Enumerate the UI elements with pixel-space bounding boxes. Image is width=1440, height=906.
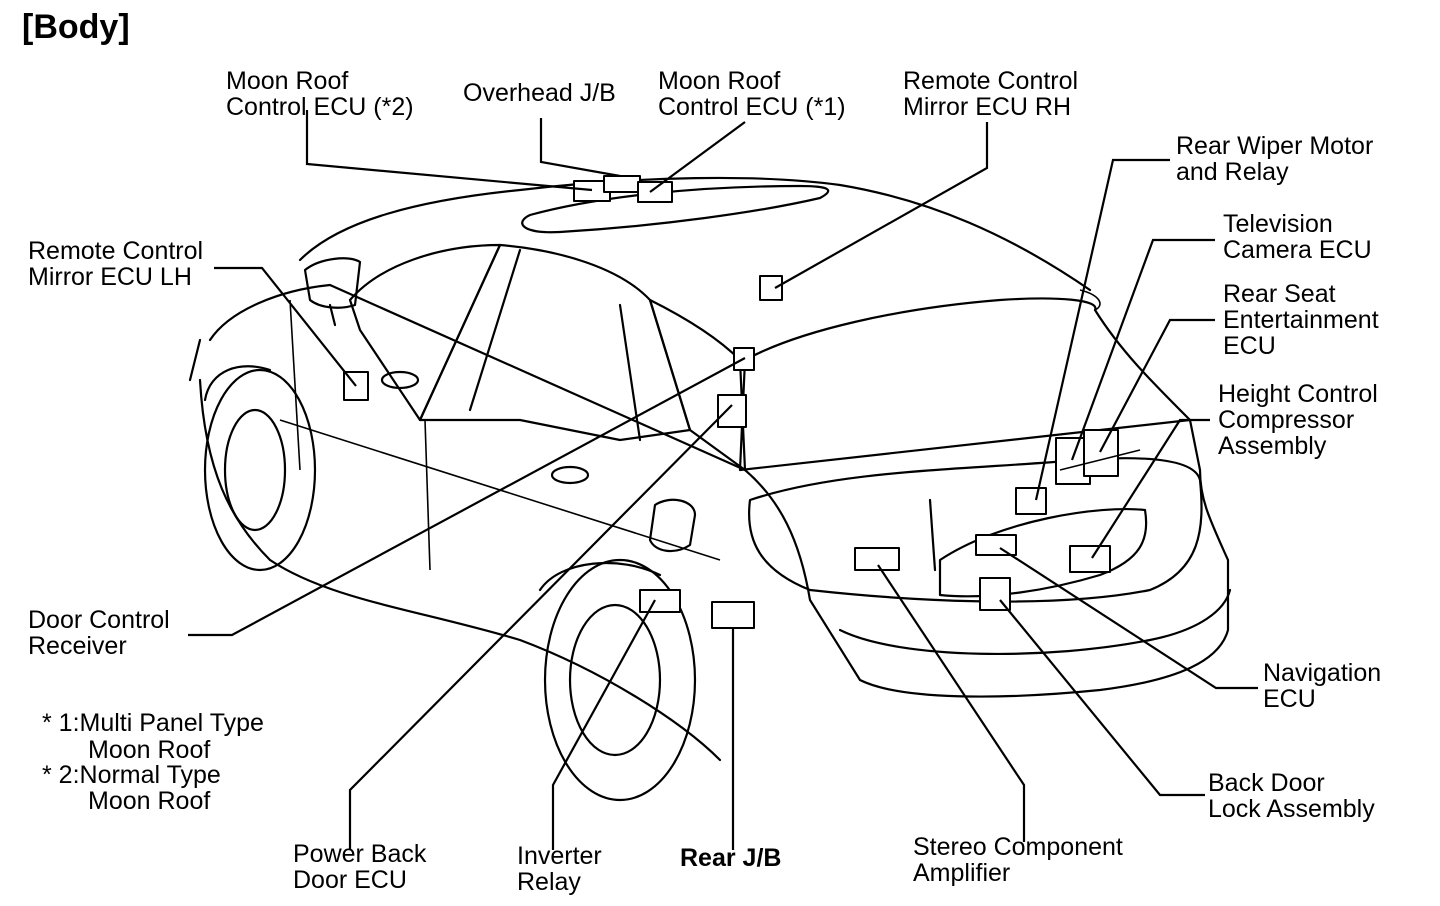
inverter-part	[639, 589, 681, 613]
rear-jb-part	[711, 601, 755, 629]
label-rear-jb: Rear J/B	[680, 844, 782, 872]
note-1-cont: Moon Roof	[88, 736, 211, 764]
car-outline	[188, 176, 1232, 802]
stereo-amp-part	[854, 547, 900, 571]
label-inverter: Inverter Relay	[517, 842, 602, 896]
label-height-control: Height Control Compressor Assembly	[1218, 380, 1378, 460]
navigation-part	[975, 534, 1017, 556]
label-stereo-amp: Stereo Component Amplifier	[913, 833, 1123, 887]
note-2-cont: Moon Roof	[88, 787, 211, 815]
label-overhead-jb: Overhead J/B	[463, 79, 616, 107]
label-moon-roof-ecu-2: Moon Roof Control ECU (*2)	[226, 67, 414, 121]
page-title: [Body]	[22, 8, 130, 46]
moon-roof-ecu-1-part	[637, 181, 673, 203]
label-remote-mirror-rh: Remote Control Mirror ECU RH	[903, 67, 1079, 121]
label-rear-seat-ent: Rear Seat Entertainment ECU	[1223, 280, 1379, 360]
rear-seat-ent-part	[1083, 429, 1119, 477]
note-1: * 1:Multi Panel Type	[42, 709, 264, 737]
overhead-jb-part	[603, 175, 641, 193]
note-2: * 2:Normal Type	[42, 761, 221, 789]
height-control-part	[1069, 545, 1111, 573]
label-moon-roof-ecu-1: Moon Roof Control ECU (*1)	[658, 67, 846, 121]
label-back-door-lock: Back Door Lock Assembly	[1208, 769, 1375, 823]
label-tv-camera: Television Camera ECU	[1223, 210, 1372, 264]
mirror-rh-part	[759, 275, 783, 301]
power-back-door-part	[717, 394, 747, 428]
components	[343, 175, 1119, 629]
label-door-control: Door Control Receiver	[28, 606, 170, 660]
label-rear-wiper: Rear Wiper Motor and Relay	[1176, 132, 1374, 186]
rear-wiper-part	[1015, 487, 1047, 515]
label-navigation: Navigation ECU	[1263, 659, 1382, 713]
label-power-back-door: Power Back Door ECU	[293, 840, 427, 894]
label-remote-mirror-lh: Remote Control Mirror ECU LH	[28, 237, 204, 291]
leader-lines	[188, 110, 1258, 850]
